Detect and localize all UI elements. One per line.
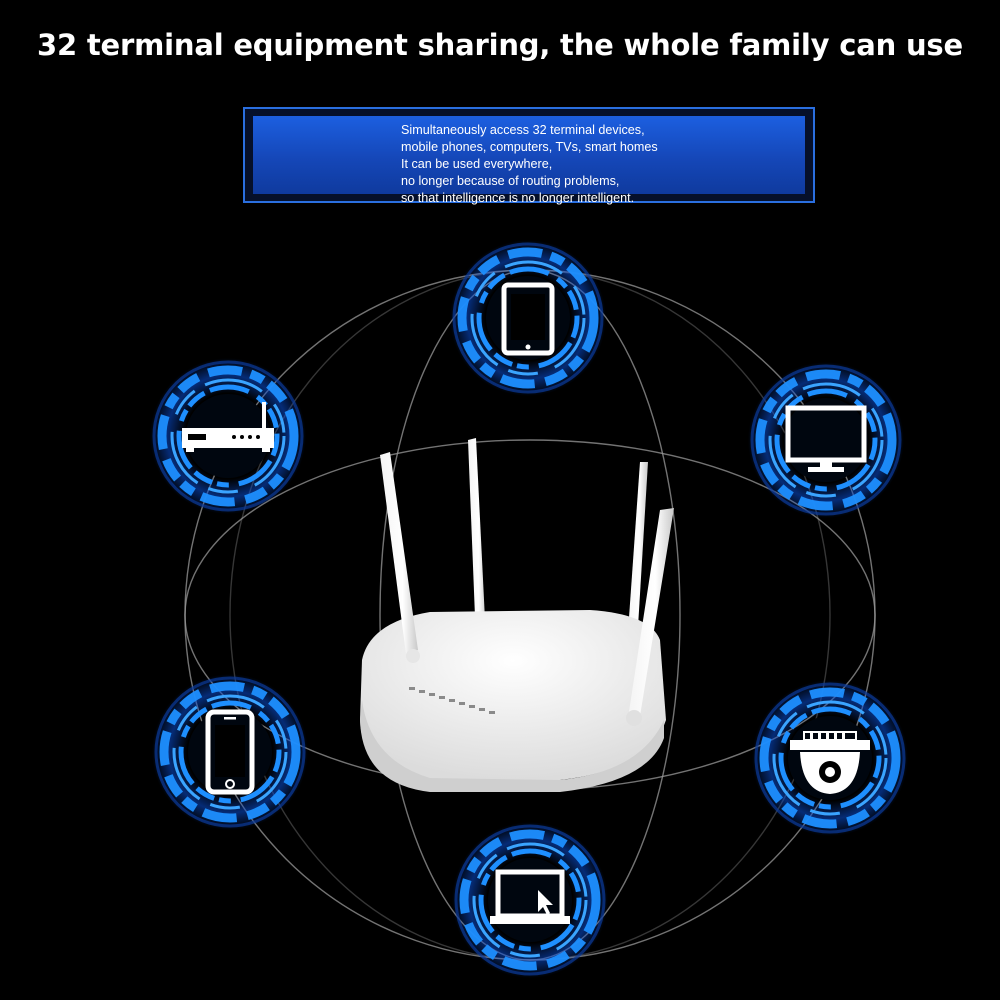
- tablet-icon: [501, 282, 555, 356]
- info-line: no longer because of routing problems,: [401, 174, 620, 188]
- router-image: [360, 438, 674, 792]
- device-phone: [152, 674, 308, 830]
- info-line: It can be used everywhere,: [401, 157, 553, 171]
- device-router: [150, 358, 306, 514]
- device-tablet: [450, 240, 606, 396]
- smartphone-icon: [205, 709, 255, 795]
- laptop-icon: [490, 869, 570, 924]
- set-top-box-icon: [182, 402, 274, 452]
- info-line: Simultaneously access 32 terminal device…: [401, 123, 645, 137]
- info-box: Simultaneously access 32 terminal device…: [243, 107, 815, 205]
- info-box-panel: Simultaneously access 32 terminal device…: [253, 116, 805, 205]
- device-monitor: [748, 362, 904, 518]
- headline: 32 terminal equipment sharing, the whole…: [37, 28, 963, 62]
- info-text: Simultaneously access 32 terminal device…: [401, 122, 658, 207]
- info-line: so that intelligence is no longer intell…: [401, 191, 635, 205]
- monitor-icon: [785, 405, 867, 472]
- security-camera-icon: [790, 731, 870, 794]
- device-camera: [752, 680, 908, 836]
- info-line: mobile phones, computers, TVs, smart hom…: [401, 140, 658, 154]
- device-laptop: [452, 822, 608, 978]
